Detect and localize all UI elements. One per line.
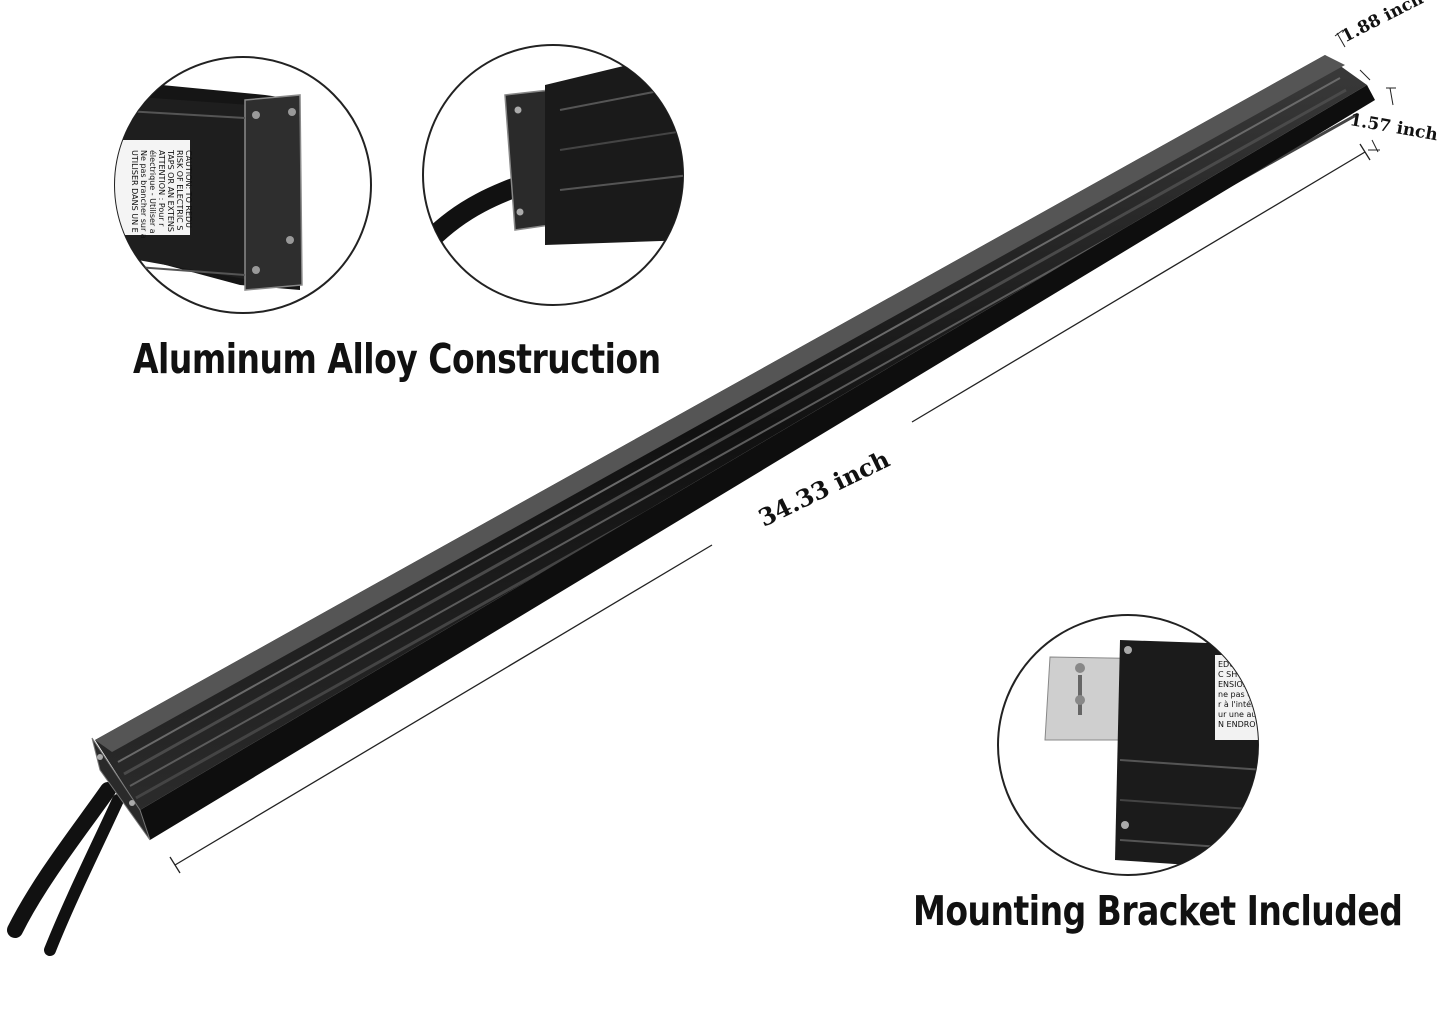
bracket-label-line: N ENDRO (1218, 720, 1256, 729)
warning-label-line: TAPS OR AN EXTENS (166, 149, 175, 232)
construction-caption: Aluminum Alloy Construction (133, 334, 661, 383)
warning-label-line: électrique - Utiliser a (148, 150, 158, 234)
bracket-label-line: C SHOCK (1218, 670, 1255, 679)
height-dimension-marks (1334, 29, 1371, 81)
power-strip-bar (91, 55, 1375, 841)
warning-label-line: CAUTION: TO REDU (184, 150, 193, 228)
bracket-label-line: EDUCE T (1218, 660, 1253, 669)
power-cord (7, 782, 124, 956)
detail-circle-cord-entry (422, 44, 684, 306)
bracket-label-line: r à l'intérie (1218, 699, 1262, 709)
bracket-label-line: ur une autr (1218, 710, 1264, 719)
warning-label-line: UTILISER DANS UN E (130, 150, 139, 233)
length-dimension-line (169, 143, 1371, 874)
bracket-label-line: ne pas c (1218, 690, 1252, 699)
warning-label-line: RISK OF ELECTRIC S (175, 150, 184, 230)
warning-label-line: Ne pas brancher sur a (139, 150, 148, 239)
warning-label-line: ATTENTION : Pour r (157, 150, 166, 227)
bracket-label-line: ENSION C (1218, 680, 1257, 689)
bracket-caption: Mounting Bracket Included (913, 886, 1403, 935)
width-dimension-marks (1368, 87, 1396, 153)
